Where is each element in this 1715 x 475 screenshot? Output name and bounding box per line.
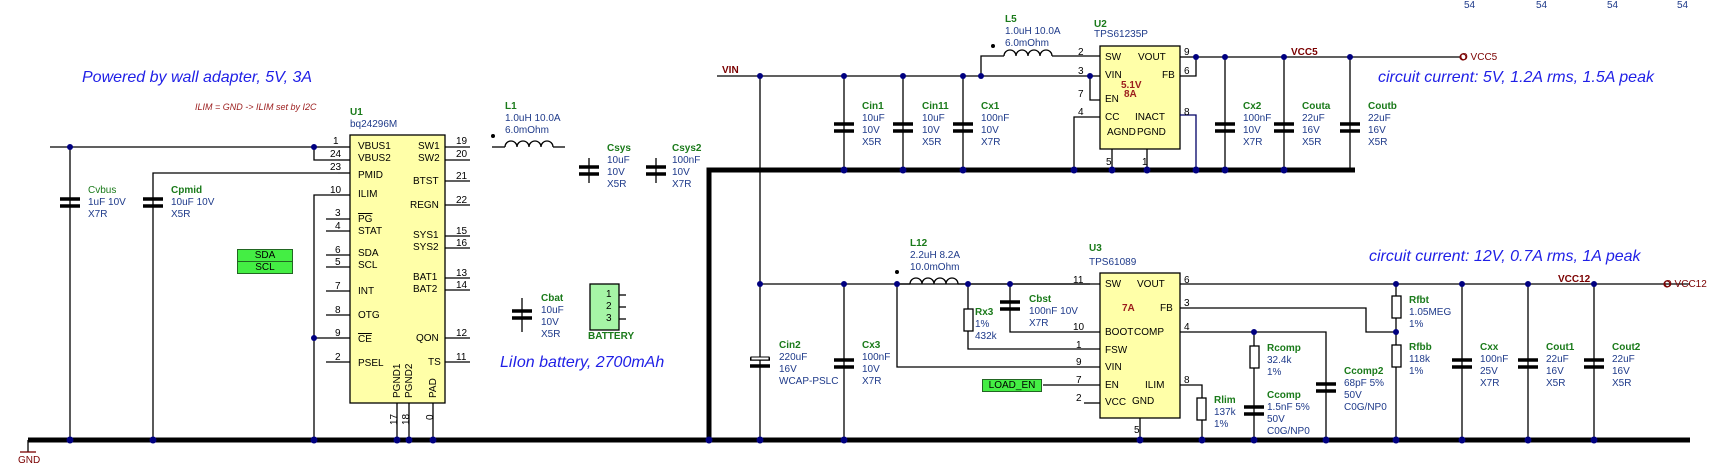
u3-ref: U3 xyxy=(1089,243,1102,254)
page-marker: 54 xyxy=(1536,0,1548,11)
page-marker: 54 xyxy=(1607,0,1619,11)
rfbt-resistor xyxy=(1391,295,1402,319)
l5-inductor xyxy=(1003,49,1053,57)
junction-dots xyxy=(66,54,1598,444)
note-battery: LiIon battery, 2700mAh xyxy=(500,354,665,371)
net-gnd: GND xyxy=(18,455,41,466)
battery-label: BATTERY xyxy=(588,331,635,342)
page-marker: 54 xyxy=(1677,0,1689,11)
net-vcc12: VCC12 xyxy=(1558,274,1591,285)
rcomp-resistor xyxy=(1249,345,1260,369)
battery-body xyxy=(589,283,620,331)
note-vcc12-current: circuit current: 12V, 0.7A rms, 1A peak xyxy=(1369,248,1641,265)
rfbb-resistor xyxy=(1391,344,1402,368)
port-vcc12: O VCC12 xyxy=(1664,279,1707,290)
u3-rating-a: 7A xyxy=(1122,303,1135,314)
tag-scl[interactable]: SCL xyxy=(237,261,293,274)
rx3-resistor xyxy=(963,308,974,332)
u2-rating-v: 5.1V xyxy=(1121,80,1142,91)
ilim-wire xyxy=(313,194,338,440)
u2-ref: U2 xyxy=(1094,19,1107,30)
u1-ref: U1 xyxy=(350,107,363,118)
vbus2-wire xyxy=(313,147,338,161)
u1-part: bq24296M xyxy=(350,119,398,130)
pmid-wire xyxy=(152,172,338,440)
u2-body xyxy=(1099,45,1181,150)
page-marker: 54 xyxy=(1464,0,1476,11)
u1-body xyxy=(349,134,446,404)
u2-rating-a: 8A xyxy=(1124,89,1137,100)
note-wall-adapter: Powered by wall adapter, 5V, 3A xyxy=(82,69,313,86)
port-vcc5: O VCC5 xyxy=(1460,52,1498,63)
l1-inductor xyxy=(504,140,554,148)
net-vin: VIN xyxy=(722,65,739,76)
u3-part: TPS61089 xyxy=(1089,257,1137,268)
u2-part: TPS61235P xyxy=(1094,29,1148,40)
note-vcc5-current: circuit current: 5V, 1.2A rms, 1.5A peak xyxy=(1378,69,1654,86)
u3-body xyxy=(1099,272,1181,419)
tag-load-en[interactable]: LOAD_EN xyxy=(982,379,1042,392)
section-gnd-bus xyxy=(706,167,1355,440)
l12-inductor xyxy=(909,277,959,285)
net-vcc5: VCC5 xyxy=(1291,47,1318,58)
note-ilim: ILIM = GND -> ILIM set by I2C xyxy=(195,102,317,112)
rlim-resistor xyxy=(1196,397,1207,421)
